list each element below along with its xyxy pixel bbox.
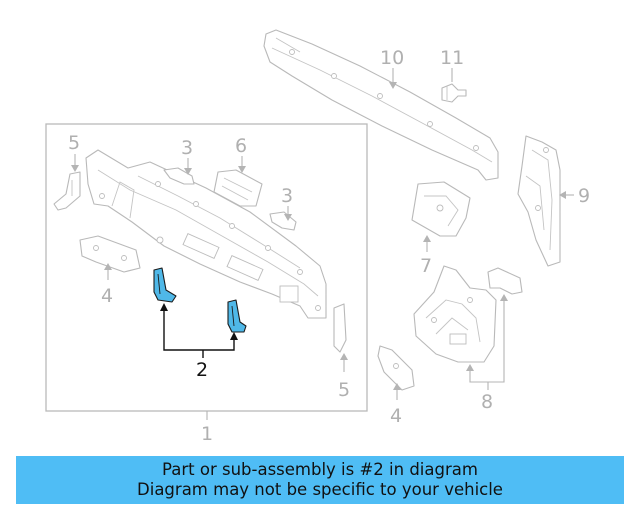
callout-10[interactable]: 10 xyxy=(380,47,404,69)
callout-9[interactable]: 9 xyxy=(578,185,590,207)
plate-4-left xyxy=(79,235,141,273)
reinforcement-6 xyxy=(213,169,263,207)
banner-line-1: Part or sub-assembly is #2 in diagram xyxy=(162,460,478,479)
arrow-5a xyxy=(71,165,79,172)
plate-4-right xyxy=(377,345,415,391)
callout-11[interactable]: 11 xyxy=(440,47,464,69)
leader-8 xyxy=(469,296,505,383)
pillar-9 xyxy=(517,135,561,267)
bolt-11 xyxy=(441,83,467,103)
bracket-5-right xyxy=(333,303,347,353)
arrow-8a xyxy=(466,364,474,371)
callout-4b[interactable]: 4 xyxy=(390,405,402,427)
arrow-10 xyxy=(389,82,397,89)
arrow-3a xyxy=(184,168,192,175)
arrow-2a xyxy=(160,303,168,311)
arrow-4b xyxy=(393,383,401,390)
clip-3-lower xyxy=(269,211,297,231)
callout-3a[interactable]: 3 xyxy=(181,137,193,159)
crossmember-10 xyxy=(263,29,499,181)
info-banner: Part or sub-assembly is #2 in diagram Di… xyxy=(16,456,624,504)
callout-4a[interactable]: 4 xyxy=(101,285,113,307)
arrow-3b xyxy=(284,214,292,221)
arrow-5b xyxy=(340,353,348,360)
callout-6[interactable]: 6 xyxy=(235,135,247,157)
arrow-7 xyxy=(423,235,431,242)
callout-1[interactable]: 1 xyxy=(201,423,213,445)
callout-8[interactable]: 8 xyxy=(481,391,493,413)
callout-7[interactable]: 7 xyxy=(420,255,432,277)
clip-3-upper xyxy=(163,167,195,185)
quarter-inner-8 xyxy=(413,265,497,363)
gusset-7 xyxy=(411,181,471,237)
callout-3b[interactable]: 3 xyxy=(281,185,293,207)
arrow-9 xyxy=(559,191,566,199)
leader-2 xyxy=(163,306,235,351)
arrow-6 xyxy=(238,166,246,173)
arrow-8b xyxy=(500,294,508,301)
bracket-2-right[interactable] xyxy=(227,299,247,333)
callout-5a[interactable]: 5 xyxy=(68,132,80,154)
banner-line-2: Diagram may not be specific to your vehi… xyxy=(137,480,503,499)
arrow-2b xyxy=(230,332,238,340)
arrow-4a xyxy=(104,263,112,270)
callout-2[interactable]: 2 xyxy=(196,359,208,381)
bracket-2-left[interactable] xyxy=(153,267,177,303)
parts-diagram: 1 5 3 6 xyxy=(45,29,590,445)
bracket-8 xyxy=(487,267,523,295)
rear-panel xyxy=(85,149,327,319)
bracket-5-left xyxy=(53,171,81,211)
callout-5b[interactable]: 5 xyxy=(338,379,350,401)
